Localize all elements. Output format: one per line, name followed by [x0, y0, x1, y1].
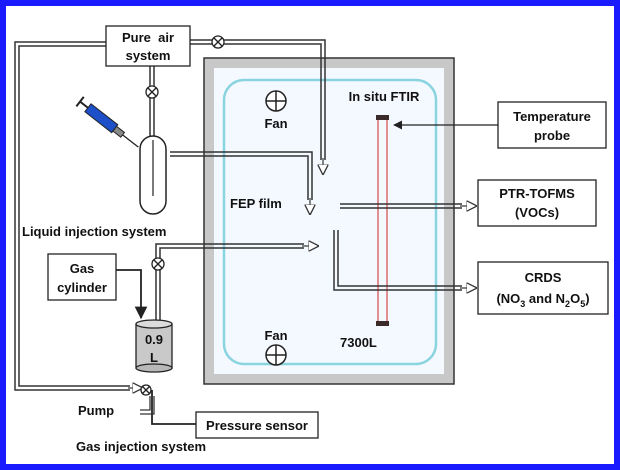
- in-situ-ftir-label: In situ FTIR: [349, 89, 420, 104]
- fan-bottom-icon: [265, 344, 287, 366]
- gas-cylinder-label-1: Gas: [70, 261, 95, 276]
- temperature-probe-label-2: probe: [534, 128, 570, 143]
- valve-gas-icon: [151, 257, 165, 271]
- gas-vessel: [135, 319, 173, 373]
- pure-air-label-1: Pure air: [122, 30, 174, 45]
- ftir-mirror-top: [376, 115, 389, 120]
- vessel-volume-bottom: L: [150, 350, 158, 365]
- pipe-liquid-out: [170, 151, 313, 200]
- crds-subtitle: (NO3 and N2O5): [496, 291, 589, 309]
- fep-film-label: FEP film: [230, 196, 282, 211]
- temperature-probe-box: [497, 101, 607, 149]
- liquid-injection-label: Liquid injection system: [22, 224, 166, 239]
- crds-box: [477, 261, 609, 315]
- fep-film-bag: [222, 78, 438, 366]
- fan-top-label: Fan: [264, 116, 287, 131]
- pressure-sensor-label: Pressure sensor: [206, 418, 308, 433]
- valve-pureair-down-icon: [145, 85, 159, 99]
- syringe-icon: [75, 96, 139, 148]
- gas-cylinder-label-2: cylinder: [57, 280, 107, 295]
- chamber-inner: [214, 68, 444, 374]
- pipe-pressure-sensor: [151, 390, 196, 425]
- gas-injection-label: Gas injection system: [76, 439, 206, 454]
- temperature-probe-label-1: Temperature: [513, 109, 591, 124]
- ptr-tofms-label-1: PTR-TOFMS: [499, 186, 575, 201]
- pump-label: Pump: [78, 403, 114, 418]
- pipe-pump-out: [140, 396, 155, 415]
- pipe-gascyl: [116, 269, 148, 320]
- pipe-to-crds: [333, 230, 462, 291]
- fan-top-icon: [265, 90, 287, 112]
- valve-pump-icon: [140, 384, 152, 396]
- valve-top-icon: [211, 35, 225, 49]
- pressure-sensor-box: [195, 411, 319, 439]
- crds-title: CRDS: [525, 270, 562, 285]
- ptr-tofms-label-2: (VOCs): [515, 205, 559, 220]
- gas-cylinder-box: [47, 253, 117, 301]
- pipe-left-loop: [14, 41, 130, 391]
- ptr-tofms-box: [477, 179, 597, 227]
- pure-air-label-2: system: [126, 48, 171, 63]
- pipe-pureair-down: [149, 64, 155, 140]
- pure-air-box: [105, 25, 191, 67]
- chamber-volume-label: 7300L: [340, 335, 377, 350]
- pipe-to-ptr: [340, 203, 462, 209]
- pipe-pureair-right: [190, 39, 326, 160]
- ftir-mirror-bottom: [376, 321, 389, 326]
- pipe-left-loop-inner: [18, 45, 130, 387]
- pipe-pureair-right-inner: [190, 43, 322, 160]
- fan-bottom-label: Fan: [264, 328, 287, 343]
- vessel-volume-top: 0.9: [145, 332, 163, 347]
- pipe-vessel-up: [155, 243, 304, 320]
